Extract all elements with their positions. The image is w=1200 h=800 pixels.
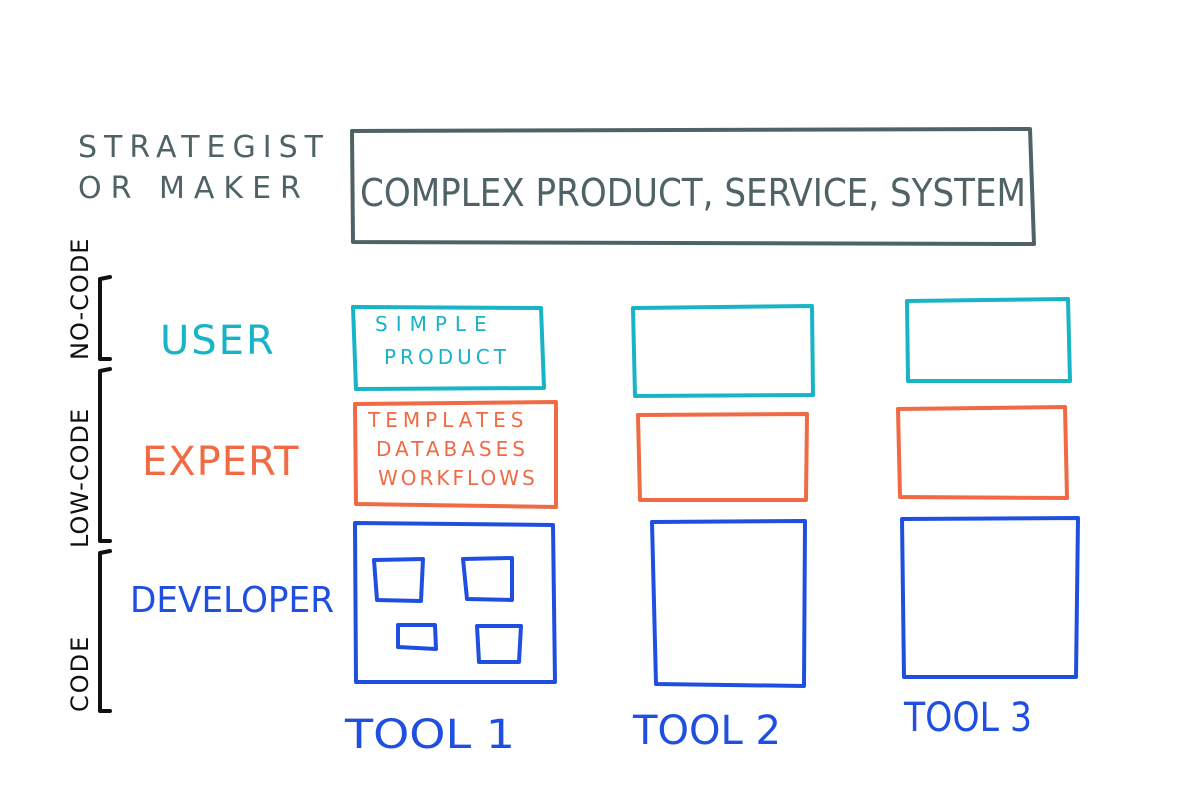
code-label: CODE xyxy=(66,635,94,712)
low-code-label: LOW-CODE xyxy=(66,408,94,548)
low-code-bracket xyxy=(98,367,112,543)
tool-1-expert-box-line2: DATABASES xyxy=(376,437,529,461)
tool-3-user-box xyxy=(905,297,1072,383)
expert-role-label: EXPERT xyxy=(142,439,299,485)
tool-2-user-box xyxy=(631,304,815,398)
tool-1-component-bottom-left xyxy=(396,623,438,651)
tool-3-developer-box xyxy=(900,516,1080,679)
tool-1-expert-box-line1: TEMPLATES xyxy=(367,408,528,432)
no-code-label: NO-CODE xyxy=(66,238,94,360)
tool-2-expert-box xyxy=(636,412,809,502)
strategist-label-line1: STRATEGIST xyxy=(78,130,330,165)
tool-2-column: TOOL 2 xyxy=(631,304,815,754)
complex-product-box-label: COMPLEX PRODUCT, SERVICE, SYSTEM xyxy=(360,171,1026,215)
tool-1-user-box xyxy=(351,305,546,391)
tool-1-expert-box-line3: WORKFLOWS xyxy=(378,466,538,490)
tool-1-component-bottom-right xyxy=(475,624,523,664)
tool-1-user-box-line2: PRODUCT xyxy=(384,345,510,369)
developer-role-label: DEVELOPER xyxy=(130,580,334,621)
code-bracket xyxy=(98,549,112,713)
code-level-brackets: NO-CODE LOW-CODE CODE xyxy=(66,238,112,713)
complex-product-box-outline xyxy=(350,127,1036,246)
tool-1-column: SIMPLE PRODUCT TEMPLATES DATABASES WORKF… xyxy=(344,305,558,758)
tool-3-label: TOOL 3 xyxy=(903,695,1032,741)
tool-1-developer-box xyxy=(353,521,557,684)
tool-3-expert-box xyxy=(896,405,1069,500)
tool-1-expert-box xyxy=(353,400,558,509)
tool-3-column: TOOL 3 xyxy=(896,297,1080,741)
tool-1-component-top-left xyxy=(372,557,425,603)
tool-2-developer-box xyxy=(650,519,807,688)
complex-product-box: COMPLEX PRODUCT, SERVICE, SYSTEM xyxy=(350,127,1036,246)
strategist-label-line2: OR MAKER xyxy=(78,171,310,206)
tool-1-component-top-right xyxy=(461,556,514,602)
tool-2-label: TOOL 2 xyxy=(632,708,781,754)
strategist-label: STRATEGIST OR MAKER xyxy=(78,130,330,206)
user-role-label: USER xyxy=(160,318,276,364)
tool-1-label: TOOL 1 xyxy=(344,712,515,758)
tool-1-user-box-line1: SIMPLE xyxy=(375,312,495,336)
no-code-bracket xyxy=(98,275,112,361)
